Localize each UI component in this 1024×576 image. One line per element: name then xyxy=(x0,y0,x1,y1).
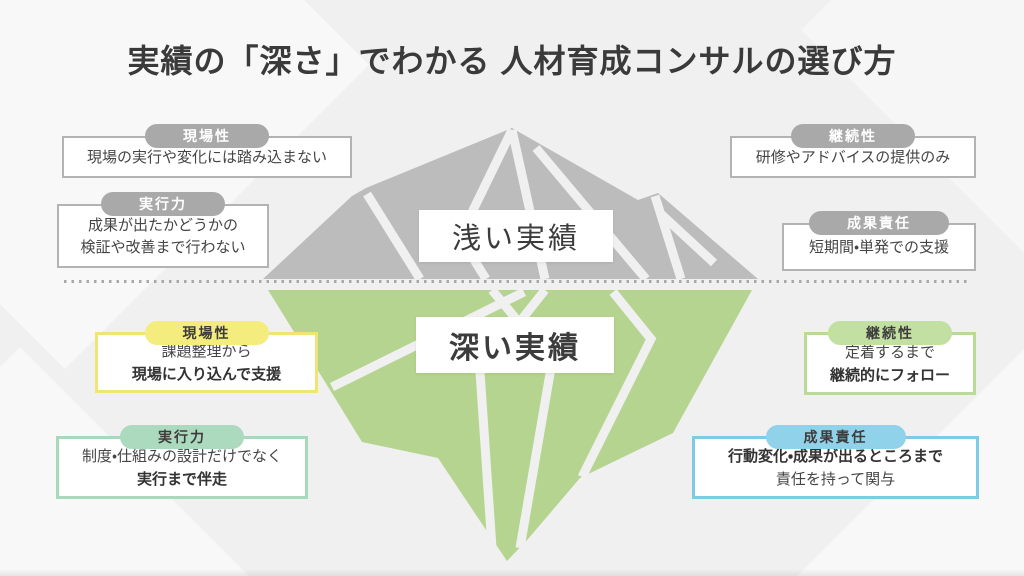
badge-shallow-keizoku: 継続性 xyxy=(791,124,915,149)
slide-title: 実績の「深さ」でわかる 人材育成コンサルの選び方 xyxy=(127,43,897,79)
badge-deep-genba: 現場性 xyxy=(144,321,269,346)
card-line: 課題整理から xyxy=(161,343,252,360)
card-deep-jikkou: 実行力 制度・仕組みの設計だけでなく 実行まで伴走 xyxy=(56,425,308,499)
badge-shallow-jikkou: 実行力 xyxy=(101,192,225,217)
card-line: 責任を持って関与 xyxy=(775,470,896,488)
card-line: 定着するまで xyxy=(844,344,935,361)
card-line: 行動変化・成果が出るところまで xyxy=(727,448,944,465)
card-line: 短期間・単発での支援 xyxy=(808,238,950,256)
badge-deep-keizoku: 継続性 xyxy=(828,321,952,346)
deep-results-label: 深い実績 xyxy=(416,317,614,373)
iceberg-above-water xyxy=(263,128,758,279)
card-line: 制度・仕組みの設計だけでなく xyxy=(81,448,283,465)
badge-shallow-seika: 成果責任 xyxy=(809,211,949,236)
card-line: 現場に入り込んで支援 xyxy=(131,365,282,383)
card-line: 現場の実行や変化には踏み込まない xyxy=(86,148,327,166)
card-deep-genba: 現場性 課題整理から 現場に入り込んで支援 xyxy=(95,321,318,393)
card-line: 継続的にフォロー xyxy=(829,366,950,384)
card-shallow-seika: 成果責任 短期間・単発での支援 xyxy=(782,211,976,271)
badge-deep-jikkou: 実行力 xyxy=(120,425,244,450)
card-line: 検証や改善まで行わない xyxy=(80,239,246,256)
card-shallow-jikkou: 実行力 成果が出たかどうかの 検証や改善まで行わない xyxy=(57,192,269,268)
card-shallow-keizoku: 継続性 研修やアドバイスの提供のみ xyxy=(730,124,976,178)
card-deep-keizoku: 継続性 定着するまで 継続的にフォロー xyxy=(804,321,976,395)
slide-bottom-shadow xyxy=(0,569,1024,576)
badge-deep-seika: 成果責任 xyxy=(765,425,906,450)
waterline-dotted-divider xyxy=(64,280,968,283)
card-shallow-genba: 現場性 現場の実行や変化には踏み込まない xyxy=(62,124,352,178)
badge-shallow-genba: 現場性 xyxy=(145,124,269,149)
card-deep-seika: 成果責任 行動変化・成果が出るところまで 責任を持って関与 xyxy=(692,425,979,499)
card-line: 実行まで伴走 xyxy=(136,470,227,488)
card-line: 成果が出たかどうかの xyxy=(87,216,238,234)
card-line: 研修やアドバイスの提供のみ xyxy=(755,148,951,166)
shallow-results-label: 浅い実績 xyxy=(419,210,613,262)
